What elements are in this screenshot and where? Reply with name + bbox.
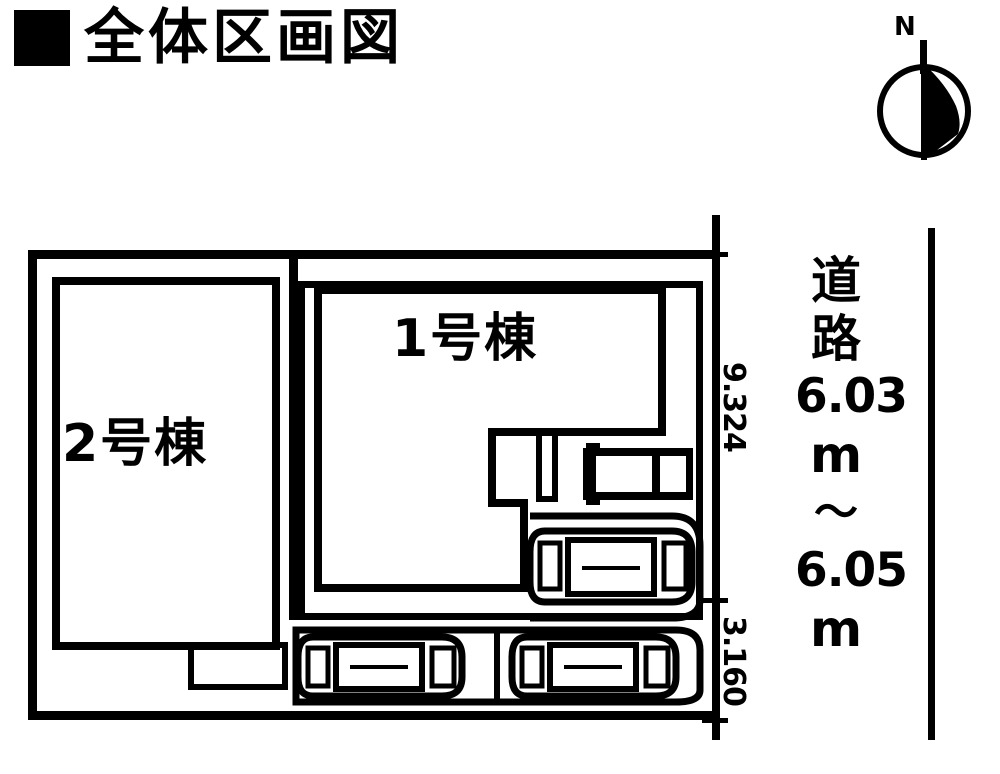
page-title-text: 全体区画図 <box>84 3 404 73</box>
lot-1-parcel-line <box>298 281 703 620</box>
dimension-label-9324: 9.324 <box>716 362 751 452</box>
vehicle-sedan-bottom-left <box>294 633 466 700</box>
building-2-entrance <box>188 642 288 690</box>
dimension-tick <box>702 598 728 603</box>
dimension-label-3160: 3.160 <box>716 616 751 706</box>
road-note-unit-2: m <box>809 600 863 658</box>
road-note-line-1: 道 <box>811 252 861 310</box>
road-far-edge-line <box>928 228 935 740</box>
lot-divider-line <box>289 250 298 620</box>
lot-outer-boundary <box>28 250 718 720</box>
building-1-entrance <box>536 432 558 502</box>
vehicle-kei-car <box>583 443 693 505</box>
compass-north-label: N <box>894 12 916 42</box>
road-note-range-tilde: 〜 <box>814 487 858 538</box>
road-note-unit-1: m <box>809 426 863 484</box>
dimension-tick <box>702 718 728 723</box>
vehicle-sedan-upper <box>526 527 696 606</box>
compass-north-icon <box>877 40 971 160</box>
property-road-boundary-line <box>712 215 720 740</box>
parking-bay-upper <box>530 512 704 622</box>
building-2-footprint <box>52 277 280 650</box>
building-1-label: 1号棟 <box>392 309 539 369</box>
parking-bay-bottom <box>292 626 704 706</box>
road-note: 道 路 6.03 m 〜 6.05 m <box>795 252 908 658</box>
vehicle-sedan-bottom-right <box>508 633 680 700</box>
road-note-width-min: 6.03 <box>795 369 908 424</box>
building-1-footprint <box>314 286 666 592</box>
building-2-label: 2号棟 <box>62 414 209 474</box>
page-title: 全体区画図 <box>14 8 404 68</box>
road-note-width-max: 6.05 <box>795 543 908 598</box>
road-note-line-2: 路 <box>811 310 861 368</box>
compass: N <box>872 14 982 164</box>
filled-square-icon <box>14 10 70 66</box>
